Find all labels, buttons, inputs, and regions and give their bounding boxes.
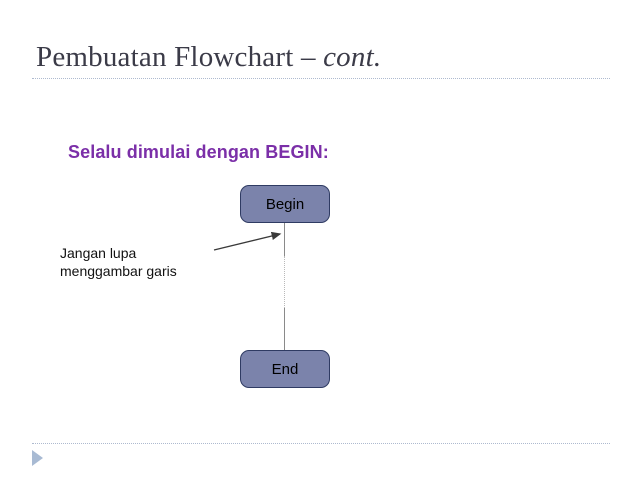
- footer-divider: [32, 443, 610, 444]
- connector-segment-top: [284, 223, 285, 256]
- page-title-main: Pembuatan Flowchart –: [36, 41, 324, 73]
- flowchart-node-end[interactable]: End: [240, 350, 330, 388]
- page-title-italic: cont.: [323, 41, 382, 73]
- flowchart-node-begin-label: Begin: [265, 195, 305, 213]
- annotation-arrow-icon: [213, 231, 282, 251]
- connector-segment-bottom: [284, 308, 285, 350]
- play-triangle-icon: [32, 450, 43, 466]
- flowchart-node-end-label: End: [271, 360, 299, 378]
- connector-segment-dotted: [284, 256, 285, 308]
- page-title: Pembuatan Flowchart – cont.: [36, 40, 381, 74]
- subtitle-text: Selalu dimulai dengan BEGIN:: [68, 142, 329, 162]
- annotation-text: Jangan lupa menggambar garis: [60, 245, 177, 279]
- flowchart-node-begin[interactable]: Begin: [240, 185, 330, 223]
- title-divider: [32, 78, 610, 79]
